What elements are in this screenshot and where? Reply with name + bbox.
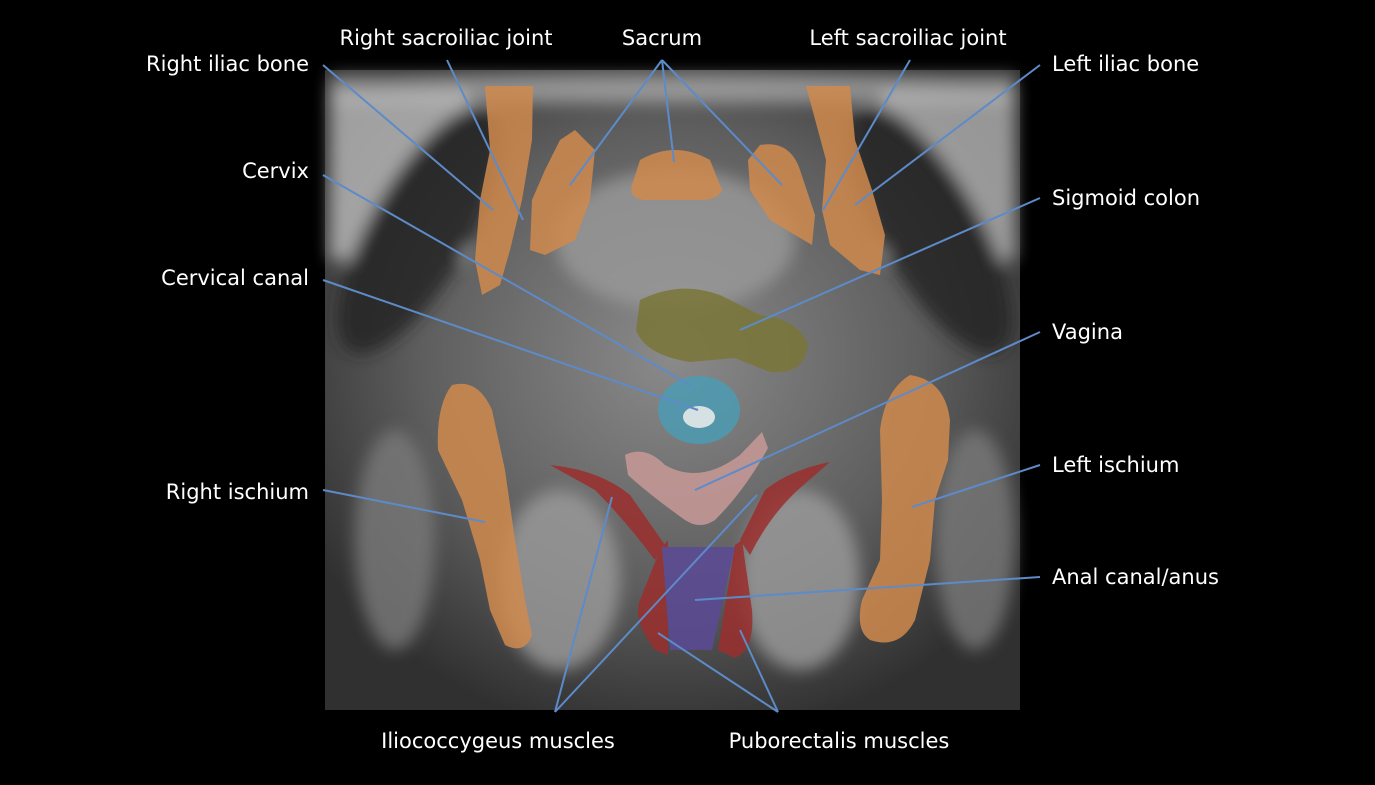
label-puborectalis-muscles: Puborectalis muscles [729, 729, 950, 753]
label-cervix: Cervix [242, 159, 309, 183]
vagina-overlay [625, 432, 768, 525]
label-sigmoid-colon: Sigmoid colon [1052, 186, 1200, 210]
label-left-ischium: Left ischium [1052, 453, 1179, 477]
label-right-iliac-bone: Right iliac bone [146, 52, 309, 76]
sacrum-overlay [631, 150, 722, 200]
left-sacroiliac-overlay [748, 144, 815, 245]
label-anal-canal: Anal canal/anus [1052, 565, 1219, 589]
label-iliococcygeus-muscles: Iliococcygeus muscles [381, 729, 615, 753]
cervical-canal-overlay [683, 406, 715, 428]
right-iliac-bone-overlay [475, 86, 533, 295]
label-left-sacroiliac-joint: Left sacroiliac joint [809, 26, 1006, 50]
labels: Right iliac bone Right sacroiliac joint … [146, 26, 1219, 753]
anal-canal-overlay [662, 547, 735, 650]
label-right-ischium: Right ischium [166, 480, 309, 504]
right-ischium-overlay [437, 383, 532, 649]
label-right-sacroiliac-joint: Right sacroiliac joint [339, 26, 552, 50]
leader-lines [322, 59, 1041, 713]
label-cervical-canal: Cervical canal [161, 266, 309, 290]
label-sacrum: Sacrum [622, 26, 702, 50]
left-ischium-overlay [859, 375, 950, 643]
sigmoid-colon-overlay [636, 288, 808, 373]
iliococcygeus-overlay [550, 462, 830, 560]
label-vagina: Vagina [1052, 320, 1123, 344]
left-iliac-bone-overlay [806, 86, 885, 275]
right-sacroiliac-overlay [530, 130, 595, 255]
label-left-iliac-bone: Left iliac bone [1052, 52, 1199, 76]
structure-overlays [437, 86, 950, 658]
